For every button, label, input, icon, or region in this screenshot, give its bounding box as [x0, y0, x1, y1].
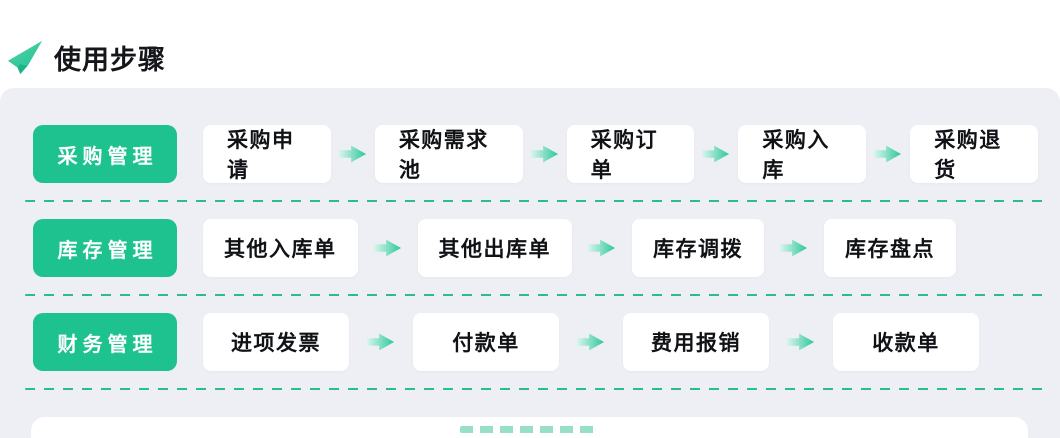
step-card: 付款单 — [413, 313, 559, 371]
arrow-right-icon — [577, 333, 605, 351]
step-card: 库存调拨 — [632, 219, 764, 277]
page-title: 使用步骤 — [54, 44, 166, 75]
category-badge-finance: 财务管理 — [33, 313, 177, 371]
steps-finance: 进项发票 付款单 费用报销 收款单 — [203, 313, 979, 371]
section-header: 使用步骤 — [0, 0, 1060, 88]
step-card: 进项发票 — [203, 313, 349, 371]
category-badge-inventory: 库存管理 — [33, 219, 177, 277]
step-card: 采购入库 — [738, 125, 867, 183]
next-section-card-cutoff — [31, 417, 1028, 438]
category-badge-purchase: 采购管理 — [33, 125, 177, 183]
step-card: 其他出库单 — [417, 219, 572, 277]
dashed-divider — [25, 200, 1050, 202]
steps-purchase: 采购申请 采购需求池 采购订单 采购入库 采购退货 — [203, 125, 1039, 183]
dashed-divider — [25, 388, 1050, 390]
step-card: 库存盘点 — [824, 219, 956, 277]
arrow-right-icon — [874, 145, 902, 163]
dashed-divider — [25, 294, 1050, 296]
arrow-right-icon — [702, 145, 730, 163]
step-card: 费用报销 — [623, 313, 769, 371]
step-card: 采购需求池 — [374, 125, 523, 183]
step-card: 采购订单 — [566, 125, 695, 183]
arrow-right-icon — [373, 239, 401, 257]
arrow-right-icon — [588, 239, 616, 257]
arrow-right-icon — [780, 239, 808, 257]
step-card: 其他入库单 — [203, 219, 358, 277]
step-card: 采购退货 — [910, 125, 1039, 183]
usage-steps-panel: 采购管理 采购申请 采购需求池 采购订单 采购入库 采购退货 库存管理 其他入库… — [0, 88, 1060, 438]
step-card: 采购申请 — [203, 125, 331, 183]
flow-row-purchase: 采购管理 采购申请 采购需求池 采购订单 采购入库 采购退货 — [33, 125, 1039, 183]
flow-row-inventory: 库存管理 其他入库单 其他出库单 库存调拨 库存盘点 — [33, 219, 1038, 277]
steps-inventory: 其他入库单 其他出库单 库存调拨 库存盘点 — [203, 219, 956, 277]
cutoff-green-text-sliver — [459, 426, 600, 433]
flow-row-finance: 财务管理 进项发票 付款单 费用报销 收款单 — [33, 313, 1038, 371]
arrow-right-icon — [367, 333, 395, 351]
arrow-right-icon — [338, 145, 366, 163]
step-card: 收款单 — [833, 313, 979, 371]
arrow-right-icon — [530, 145, 558, 163]
arrow-right-icon — [787, 333, 815, 351]
paper-plane-icon — [7, 40, 43, 75]
